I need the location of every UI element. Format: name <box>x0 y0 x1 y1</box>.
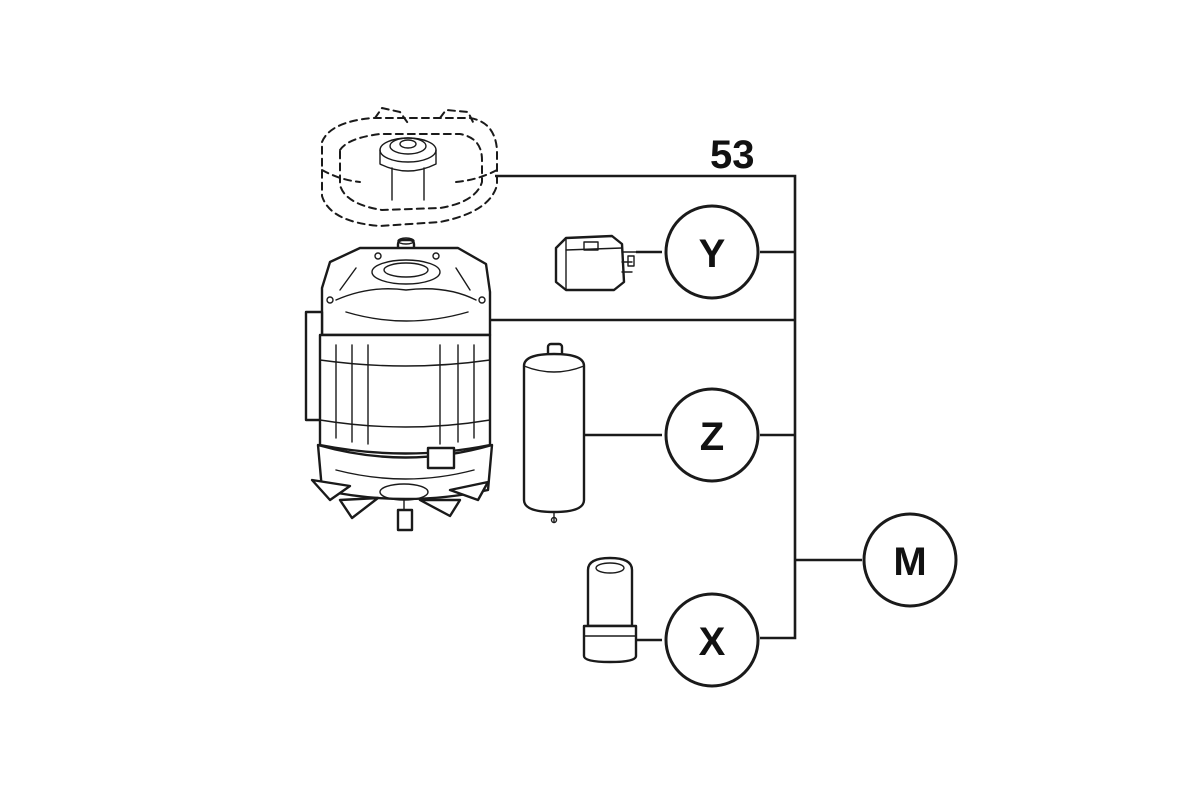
callout-y-label: Y <box>699 232 726 276</box>
callout-z: Z <box>664 387 760 483</box>
callout-x-label: X <box>699 620 726 664</box>
leader-lines <box>490 174 862 642</box>
capacitor-drawing <box>522 342 586 524</box>
end-shield-drawing <box>321 107 498 227</box>
motor-drawing <box>304 237 494 532</box>
thermal-switch-drawing <box>554 234 637 292</box>
callout-m: M <box>862 512 958 608</box>
callout-m-label: M <box>893 540 926 584</box>
callout-x: X <box>664 592 760 688</box>
part-number-label: 53 <box>710 133 755 177</box>
small-capacitor-drawing <box>582 556 638 664</box>
callout-y: Y <box>664 204 760 300</box>
callout-z-label: Z <box>700 415 724 459</box>
